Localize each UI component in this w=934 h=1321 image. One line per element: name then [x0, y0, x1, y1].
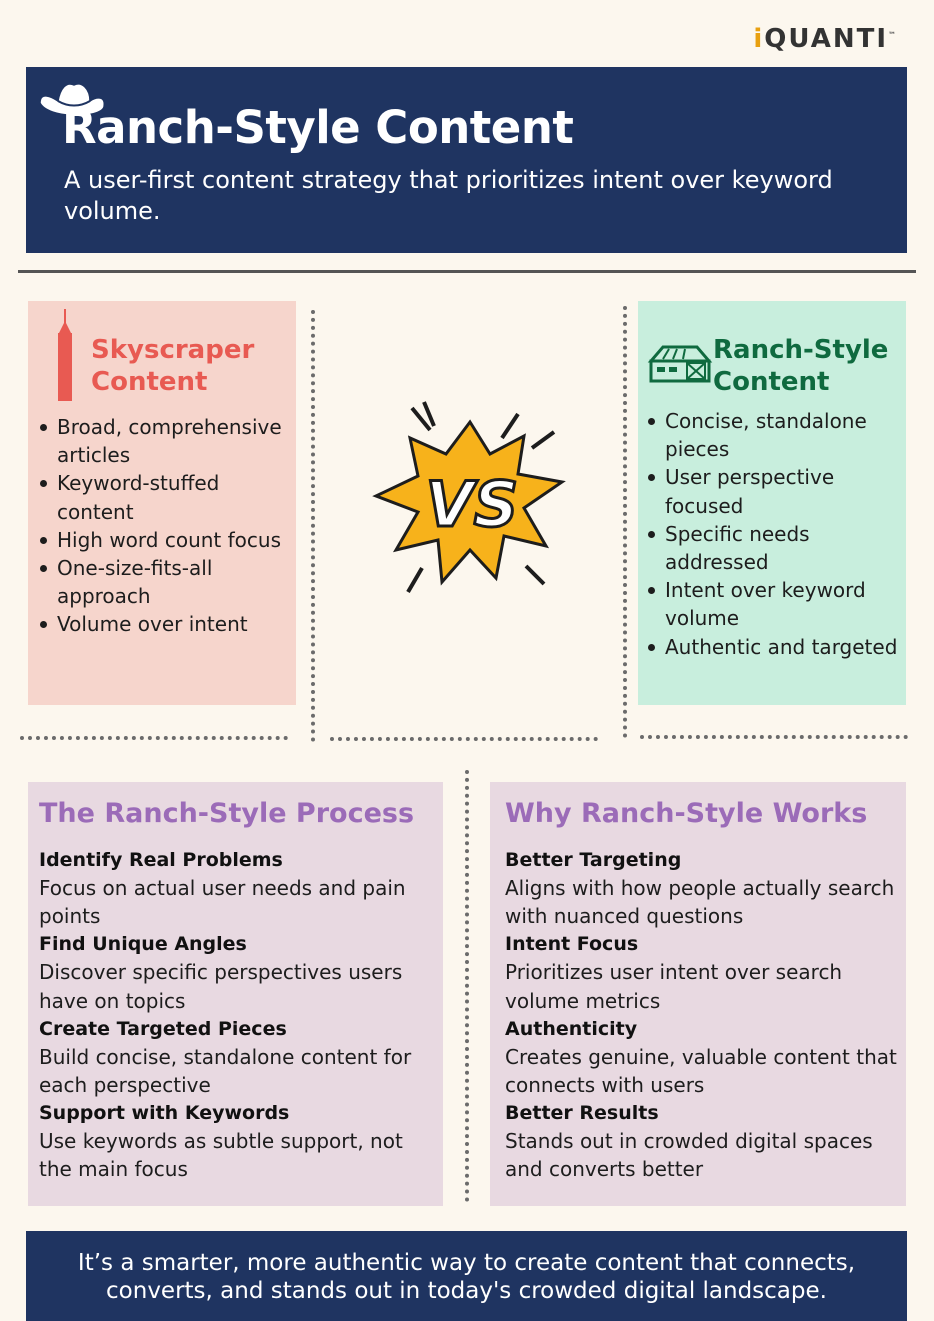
list-item: Support with Keywords Use keywords as su… [39, 1099, 435, 1183]
list-item: Intent Focus Prioritizes user intent ove… [505, 930, 898, 1014]
barn-icon [647, 345, 713, 383]
dotted-divider [623, 306, 627, 738]
process-title: The Ranch-Style Process [39, 798, 415, 829]
list-item: Concise, standalone pieces [644, 407, 906, 463]
cowboy-hat-icon [39, 83, 105, 117]
item-heading: Better Targeting [505, 849, 682, 871]
list-item: Better Targeting Aligns with how people … [505, 846, 898, 930]
ranch-card: Ranch-Style Content Concise, standalone … [638, 301, 906, 705]
why-panel: Why Ranch-Style Works Better Targeting A… [490, 782, 906, 1206]
list-item: Broad, comprehensive articles [36, 413, 296, 469]
skyscraper-title-line2: Content [91, 367, 208, 397]
item-text: Focus on actual user needs and pain poin… [39, 876, 406, 929]
item-text: Discover specific perspectives users hav… [39, 960, 403, 1013]
list-item: Volume over intent [36, 610, 296, 638]
footer-banner: It’s a smarter, more authentic way to cr… [26, 1231, 907, 1321]
why-title: Why Ranch-Style Works [505, 798, 868, 829]
list-item: High word count focus [36, 526, 296, 554]
item-text: Prioritizes user intent over search volu… [505, 960, 843, 1013]
item-text: Aligns with how people actually search w… [505, 876, 895, 929]
item-heading: Create Targeted Pieces [39, 1017, 287, 1040]
item-heading: Support with Keywords [39, 1102, 290, 1125]
list-item: One-size-fits-all approach [36, 554, 296, 610]
list-item: Create Targeted Pieces Build concise, st… [39, 1015, 435, 1099]
dotted-divider [465, 770, 469, 1202]
item-text: Creates genuine, valuable content that c… [505, 1044, 897, 1098]
footer-line2: converts, and stands out in today's crow… [106, 1278, 827, 1304]
skyscraper-card: Skyscraper Content Broad, comprehensive … [28, 301, 296, 705]
list-item: Authenticity Creates genuine, valuable c… [505, 1015, 898, 1099]
item-heading: Intent Focus [505, 933, 639, 956]
item-heading: Authenticity [505, 1017, 638, 1040]
dotted-divider [330, 737, 598, 741]
list-item: Keyword-stuffed content [36, 469, 296, 525]
vs-label: VS [426, 468, 519, 541]
item-text: Stands out in crowded digital spaces and… [505, 1129, 873, 1182]
skyscraper-icon [58, 309, 72, 401]
ranch-title-line2: Content [713, 367, 830, 397]
ranch-title: Ranch-Style Content [713, 334, 888, 398]
logo-trademark: ™ [888, 30, 898, 40]
footer-line1: It’s a smarter, more authentic way to cr… [77, 1250, 856, 1276]
list-item: User perspective focused [644, 463, 906, 519]
page-title: Ranch-Style Content [62, 101, 574, 154]
ranch-title-line1: Ranch-Style [713, 335, 889, 365]
list-item: Intent over keyword volume [644, 576, 906, 632]
item-heading: Find Unique Angles [39, 933, 247, 956]
item-text: Build concise, standalone content for ea… [39, 1044, 412, 1098]
dotted-divider [20, 736, 288, 740]
item-text: Use keywords as subtle support, not the … [39, 1129, 403, 1182]
list-item: Specific needs addressed [644, 520, 906, 576]
skyscraper-title: Skyscraper Content [91, 334, 254, 398]
versus-burst-icon: VS [372, 401, 566, 594]
header-banner: Ranch-Style Content A user-first content… [26, 67, 907, 253]
list-item: Find Unique Angles Discover specific per… [39, 930, 435, 1014]
process-panel: The Ranch-Style Process Identify Real Pr… [28, 782, 443, 1206]
list-item: Authentic and targeted [644, 633, 906, 661]
dotted-divider [311, 310, 315, 742]
dotted-divider [640, 735, 908, 739]
section-divider [18, 270, 916, 273]
logo-prefix: i [753, 24, 765, 54]
ranch-list: Concise, standalone pieces User perspect… [644, 407, 906, 661]
skyscraper-title-line1: Skyscraper [91, 335, 255, 365]
item-heading: Better Results [505, 1102, 659, 1125]
item-heading: Identify Real Problems [39, 849, 283, 871]
list-item: Better Results Stands out in crowded dig… [505, 1099, 898, 1183]
skyscraper-list: Broad, comprehensive articles Keyword-st… [36, 413, 296, 639]
iquanti-logo: iQUANTI™ [753, 24, 898, 54]
list-item: Identify Real Problems Focus on actual u… [39, 846, 435, 930]
page-subtitle: A user-first content strategy that prior… [64, 166, 833, 225]
logo-rest: QUANTI [764, 24, 888, 54]
